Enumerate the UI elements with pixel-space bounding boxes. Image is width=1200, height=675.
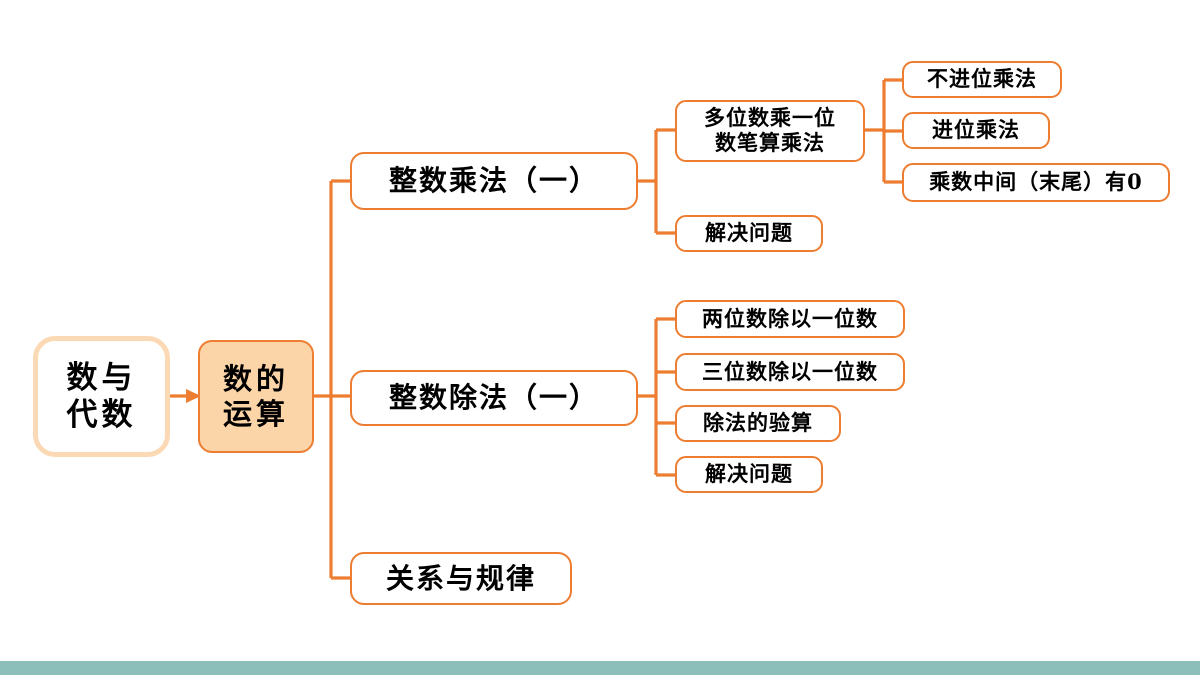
node-branch-division[interactable]: 整数除法（一） [350,370,638,426]
node-div-verification[interactable]: 除法的验算 [675,405,841,442]
node-mul-solve-problems[interactable]: 解决问题 [675,215,823,252]
node-mul-written-calculation[interactable]: 多位数乘一位 数笔算乘法 [675,100,865,162]
node-root-topic[interactable]: 数的 运算 [198,340,314,453]
node-branch-multiplication[interactable]: 整数乘法（一） [350,152,638,210]
node-div-three-digit[interactable]: 三位数除以一位数 [675,353,905,391]
node-mul-no-carry[interactable]: 不进位乘法 [902,61,1062,98]
node-root-subject[interactable]: 数与 代数 [33,336,170,457]
node-branch-relations[interactable]: 关系与规律 [350,552,572,605]
node-div-solve-problems[interactable]: 解决问题 [675,456,823,493]
bottom-accent-bar [0,661,1200,675]
node-div-two-digit[interactable]: 两位数除以一位数 [675,300,905,338]
node-mul-carry[interactable]: 进位乘法 [902,112,1050,149]
node-mul-zero-in-factor[interactable]: 乘数中间（末尾）有0 [902,163,1170,202]
